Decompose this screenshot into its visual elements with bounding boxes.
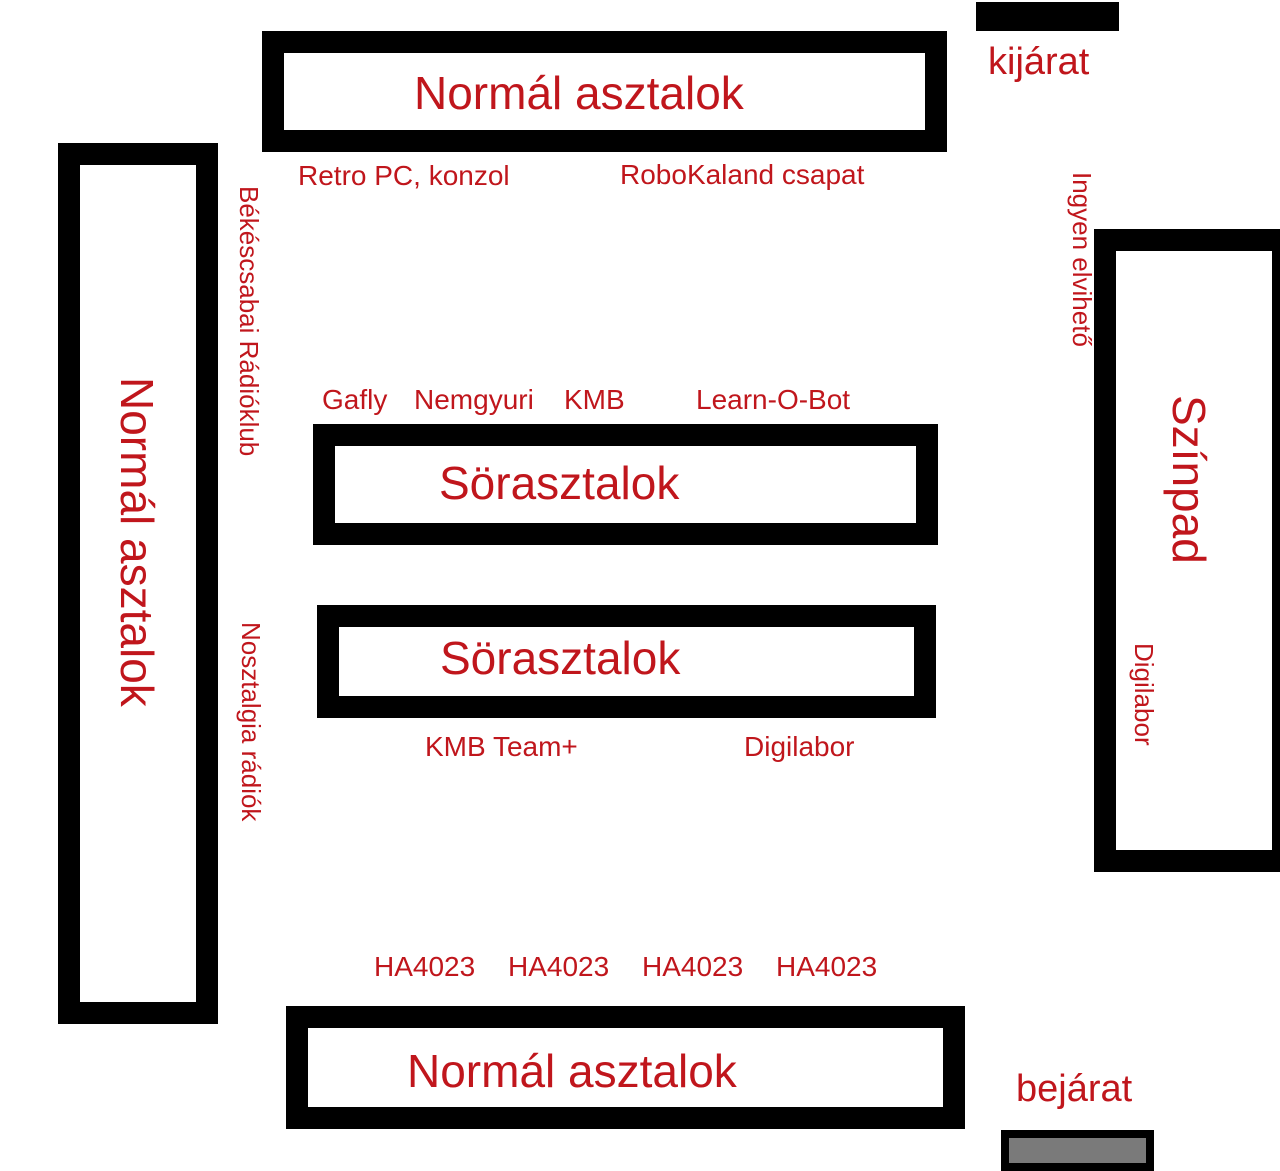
entrance-label: bejárat [1016,1068,1133,1110]
label-ingyen: Ingyen elvihető [1067,172,1097,347]
label-ha4023-1: HA4023 [374,951,476,982]
label-digilabor: Digilabor [744,731,855,762]
table-beer-1 [313,424,938,545]
label-gafly: Gafly [322,384,388,415]
exit-door [976,2,1119,31]
table-top [262,31,947,152]
label-bekescsabai: Békéscsabai Rádióklub [234,186,264,457]
label-nosztalgia: Nosztalgia rádiók [236,622,266,822]
table-beer-1-label: Sörasztalok [439,457,680,509]
label-nemgyuri: Nemgyuri [414,384,534,415]
table-bottom-label: Normál asztalok [407,1045,737,1097]
table-top-label: Normál asztalok [414,67,744,119]
label-learn-o-bot: Learn-O-Bot [696,384,851,415]
entrance-door [1001,1130,1154,1171]
label-ha4023-2: HA4023 [508,951,610,982]
table-beer-2 [317,605,936,718]
label-kmb-team: KMB Team+ [425,731,578,762]
table-bottom [286,1006,965,1129]
stage-label: Színpad [1163,395,1215,564]
label-kmb: KMB [564,384,625,415]
stage [1094,229,1280,872]
label-ha4023-4: HA4023 [776,951,878,982]
label-digilabor-stage: Digilabor [1129,643,1159,746]
table-left [58,143,218,1024]
exit-label: kijárat [988,41,1090,83]
label-retro: Retro PC, konzol [298,160,510,191]
label-ha4023-3: HA4023 [642,951,744,982]
label-robokaland: RoboKaland csapat [620,159,865,190]
table-beer-2-label: Sörasztalok [440,632,681,684]
table-left-label: Normál asztalok [111,377,163,707]
